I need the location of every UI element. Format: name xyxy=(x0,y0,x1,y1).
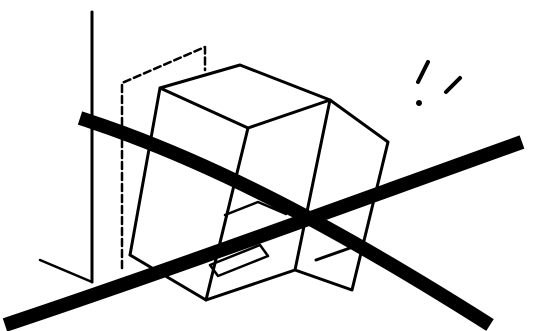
cross-out-icon xyxy=(5,118,522,325)
exclamation-stroke-1 xyxy=(418,62,428,82)
floor-edge-line xyxy=(40,260,92,282)
exclamation-stroke-2 xyxy=(446,78,460,92)
side-panel-inner-line xyxy=(316,248,350,260)
box-left-edge xyxy=(130,88,160,255)
exclamation-icon xyxy=(416,62,460,106)
exclamation-dot xyxy=(416,100,422,106)
wall-corner xyxy=(40,12,92,282)
box-right-edge xyxy=(295,100,330,270)
box-top-face xyxy=(160,65,330,128)
